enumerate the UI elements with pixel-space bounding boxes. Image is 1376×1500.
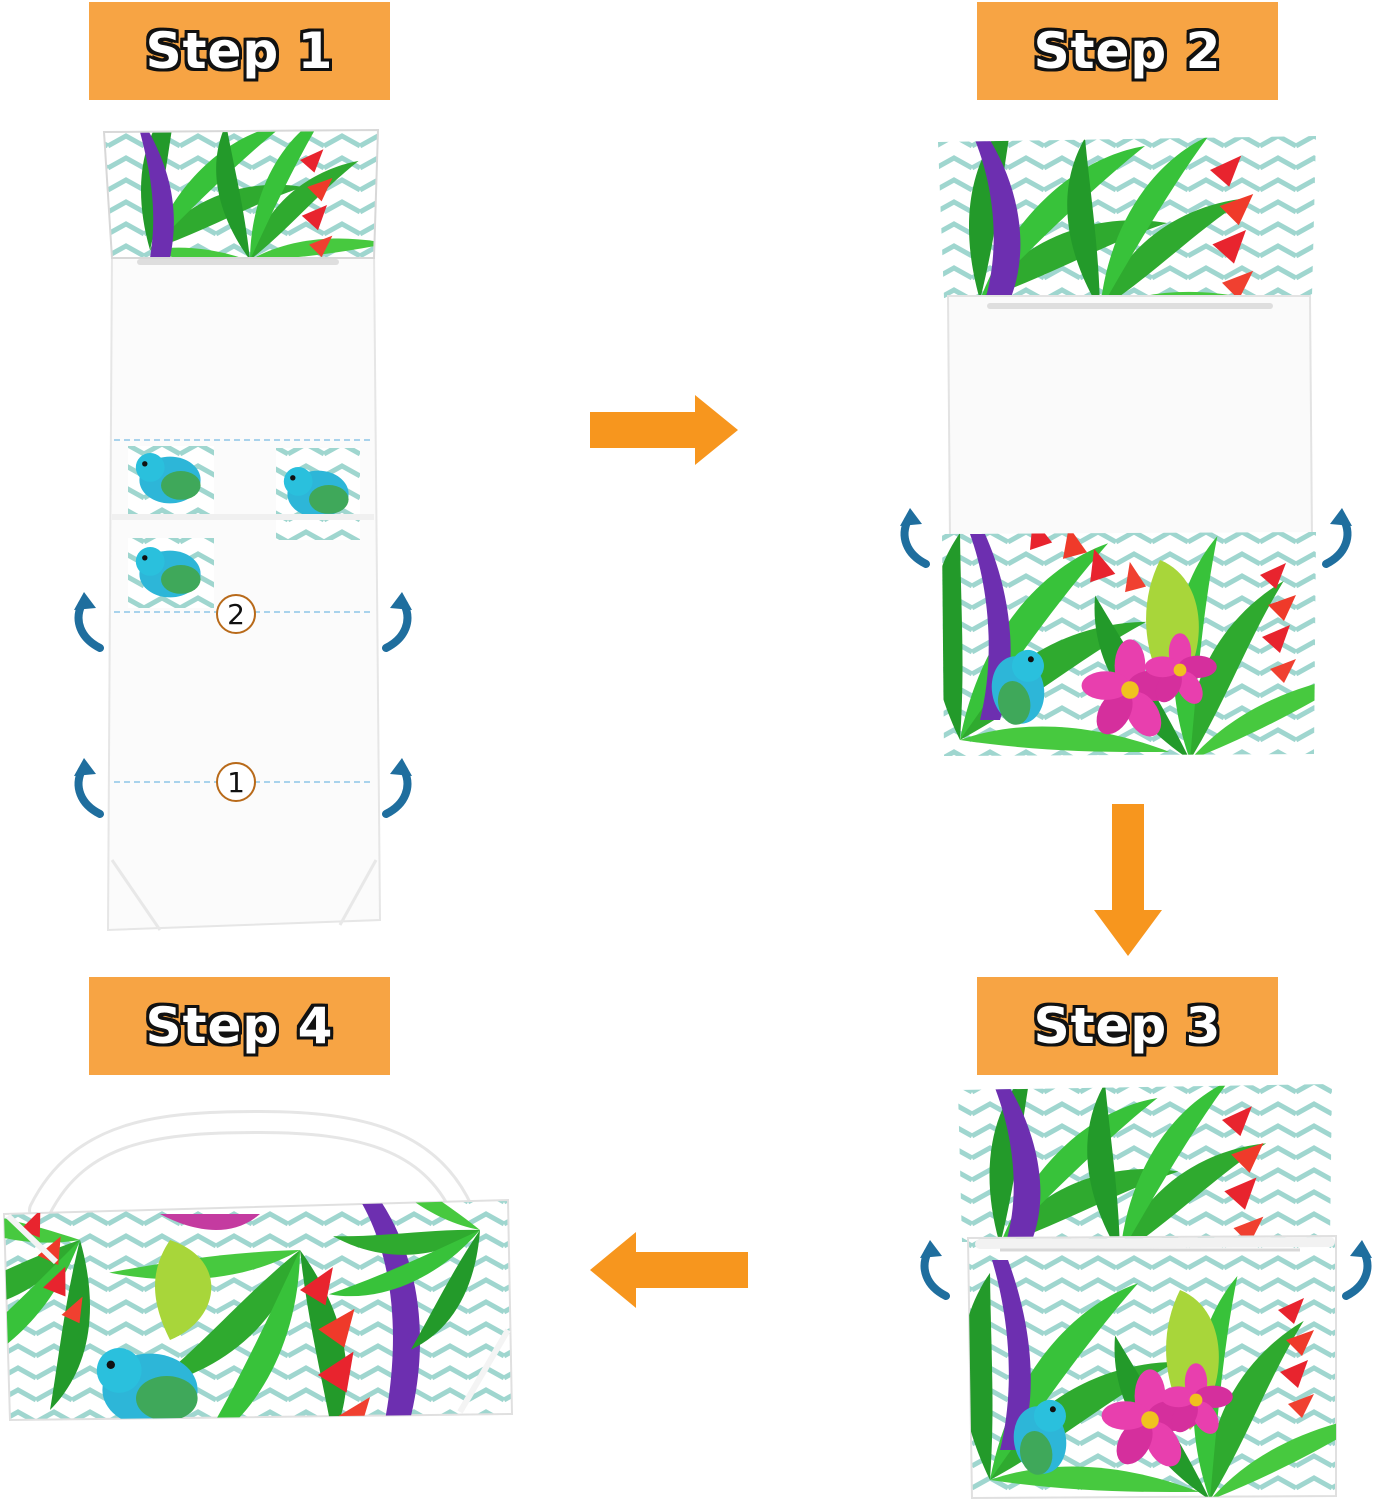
arrow-right-icon [590,395,738,465]
arrow-left-icon [590,1232,748,1308]
step-4-label: Step 4 [145,997,334,1055]
fold-curl-arrow-icon [386,758,412,814]
step-3-label: Step 3 [1033,997,1222,1055]
step-4-bag [2,1109,514,1422]
fold-marker-2: 2 [216,594,256,634]
fold-curl-arrow-icon [1346,1240,1372,1296]
step-2-towel [900,136,1362,756]
step-3-banner: Step 3 [977,977,1278,1075]
step-2-label: Step 2 [1033,22,1222,80]
step-2-banner: Step 2 [977,2,1278,100]
step-1-towel [74,128,412,932]
step-1-label: Step 1 [145,22,334,80]
fold-curl-arrow-icon [74,592,100,648]
fold-curl-arrow-icon [920,1240,946,1296]
fold-curl-arrow-icon [900,508,926,564]
fold-marker-1: 1 [216,762,256,802]
arrow-down-icon [1094,804,1162,956]
step-3-towel [920,1084,1376,1500]
step-1-pockets [112,446,374,608]
step-4-banner: Step 4 [89,977,390,1075]
step-1-banner: Step 1 [89,2,390,100]
fold-curl-arrow-icon [1326,508,1352,564]
fold-curl-arrow-icon [74,758,100,814]
step-1-pillow [102,128,380,265]
fold-curl-arrow-icon [386,592,412,648]
